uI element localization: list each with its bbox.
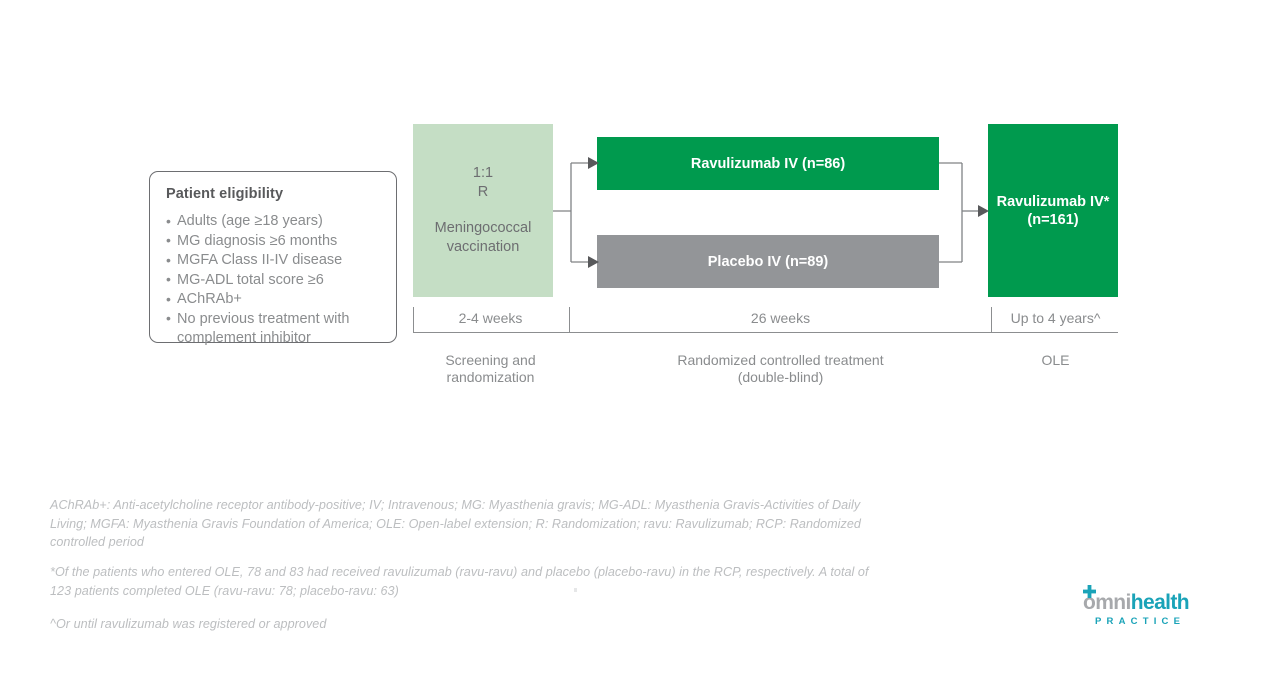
treatment-arm-ravulizumab-box: Ravulizumab IV (n=86)	[597, 137, 939, 190]
treatment-arm-placebo-label: Placebo IV (n=89)	[707, 253, 829, 270]
randomization-ratio-label: 1:1 R	[472, 165, 494, 200]
list-item: MG-ADL total score ≥6	[166, 270, 380, 291]
list-item: Adults (age ≥18 years)	[166, 212, 380, 232]
phase-label-screening: Screening and randomization	[445, 352, 536, 385]
phase-label-ole: OLE	[1041, 352, 1070, 368]
list-item: MGFA Class II-IV disease	[166, 251, 380, 271]
timeline-tick	[991, 307, 993, 332]
footnote-asterisk: *Of the patients who entered OLE, 78 and…	[50, 565, 869, 598]
omnihealth-practice-logo: omnihealth PRACTICE	[1083, 585, 1219, 632]
timeline-tick	[413, 307, 415, 332]
treatment-arm-placebo-box: Placebo IV (n=89)	[597, 235, 939, 288]
screening-randomization-box: 1:1 R Meningococcal vaccination	[413, 124, 553, 297]
phase-label-randomized-treatment: Randomized controlled treatment (double-…	[677, 352, 884, 385]
ole-ravulizumab-box: Ravulizumab IV* (n=161)	[988, 124, 1118, 297]
patient-eligibility-list: Adults (age ≥18 years) MG diagnosis ≥6 m…	[166, 212, 380, 349]
logo-tagline: PRACTICE	[1095, 616, 1186, 627]
treatment-arm-ravulizumab-label: Ravulizumab IV (n=86)	[690, 155, 846, 172]
logo-wordmark: omnihealth	[1083, 585, 1219, 614]
footnote-abbreviations: AChRAb+: Anti-acetylcholine receptor ant…	[50, 498, 861, 549]
medical-cross-icon	[1083, 585, 1096, 598]
study-timeline: 2-4 weeks 26 weeks Up to 4 years^	[413, 305, 1118, 334]
timeline-tick	[569, 307, 571, 332]
ole-ravulizumab-label: Ravulizumab IV* (n=161)	[996, 193, 1110, 228]
patient-eligibility-title: Patient eligibility	[166, 186, 284, 202]
stray-mark	[574, 588, 577, 592]
timeline-duration-label: Up to 4 years^	[1010, 310, 1101, 326]
list-item: MG diagnosis ≥6 months	[166, 231, 380, 252]
timeline-rule	[413, 332, 1118, 334]
list-item: AChRAb+	[166, 290, 380, 310]
meningococcal-vaccination-label: Meningococcal vaccination	[434, 220, 532, 255]
list-item: No previous treatment with complement in…	[166, 309, 380, 349]
timeline-duration-label: 2-4 weeks	[458, 310, 523, 326]
timeline-duration-label: 26 weeks	[750, 310, 811, 326]
patient-eligibility-card: Patient eligibility Adults (age ≥18 year…	[149, 171, 397, 346]
footnote-caret: ^Or until ravulizumab was registered or …	[50, 617, 327, 631]
logo-word-health: health	[1130, 591, 1190, 614]
logo-word-omni: omni	[1083, 591, 1131, 614]
